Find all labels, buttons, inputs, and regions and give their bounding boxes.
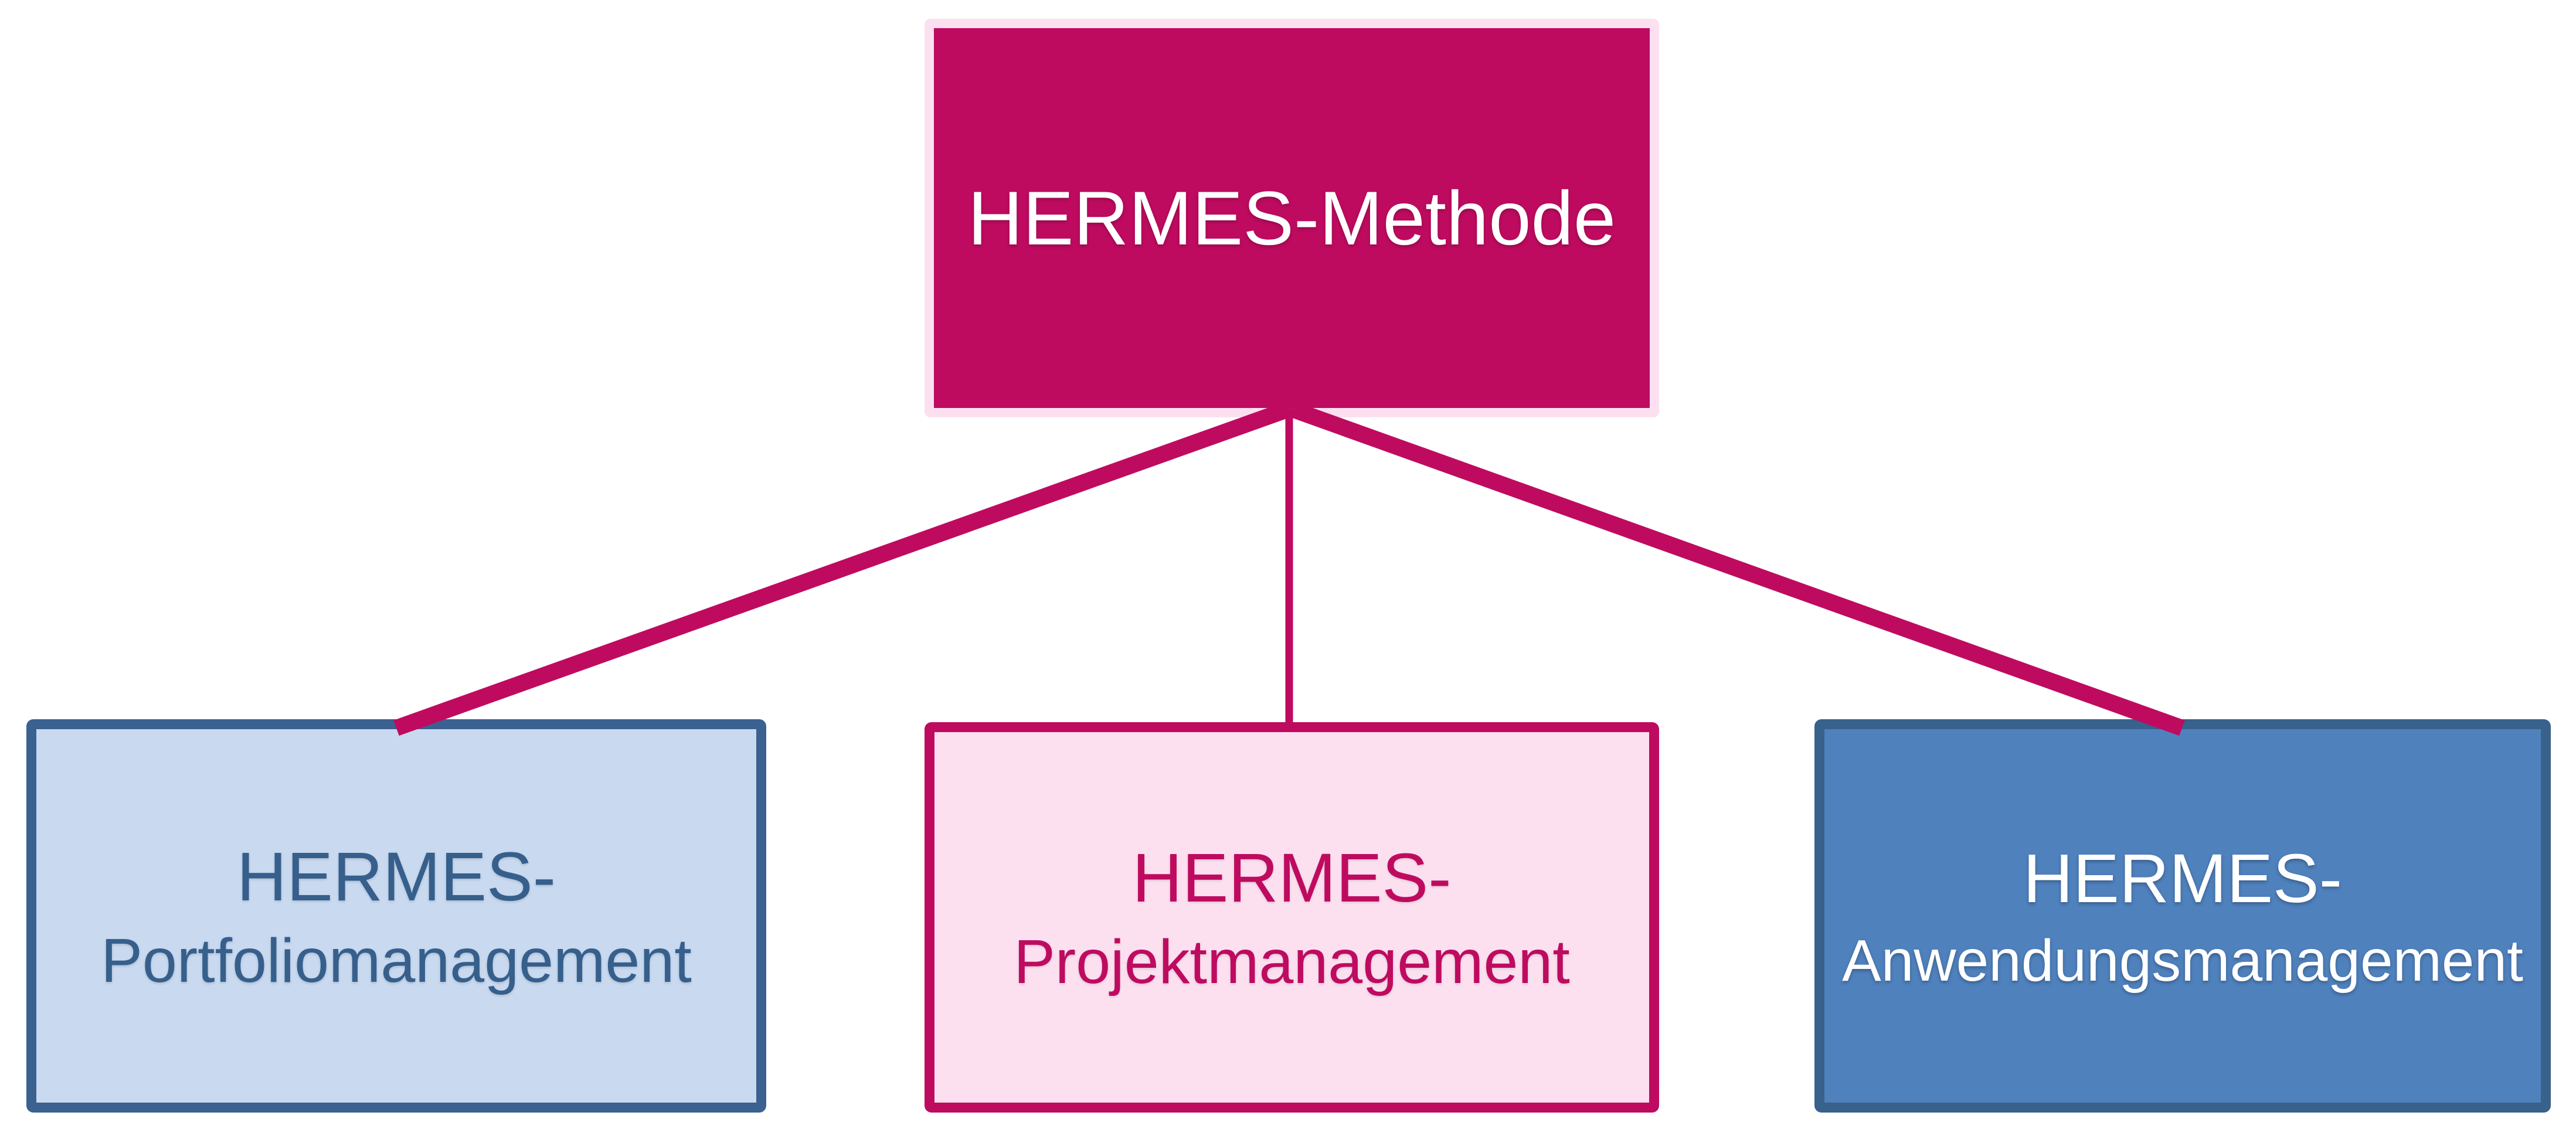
root-box-hermes-methode: HERMES-Methode	[925, 19, 1659, 417]
child-box-portfoliomanagement: HERMES- Portfoliomanagement	[26, 719, 766, 1113]
projektmanagement-label-line1: HERMES-	[1132, 839, 1452, 917]
connector-root-to-anwendungsmanagement	[1287, 400, 2185, 736]
anwendungsmanagement-label-line1: HERMES-	[2023, 840, 2343, 918]
projektmanagement-label-line2: Projektmanagement	[1014, 927, 1570, 997]
portfoliomanagement-label-line1: HERMES-	[236, 838, 556, 916]
child-box-projektmanagement: HERMES- Projektmanagement	[925, 722, 1659, 1113]
anwendungsmanagement-label-line2: Anwendungsmanagement	[1842, 927, 2523, 994]
child-box-anwendungsmanagement: HERMES- Anwendungsmanagement	[1814, 719, 2551, 1113]
connector-root-to-portfoliomanagement	[393, 400, 1293, 736]
portfoliomanagement-label-line2: Portfoliomanagement	[101, 926, 692, 995]
root-box-label: HERMES-Methode	[967, 175, 1616, 261]
